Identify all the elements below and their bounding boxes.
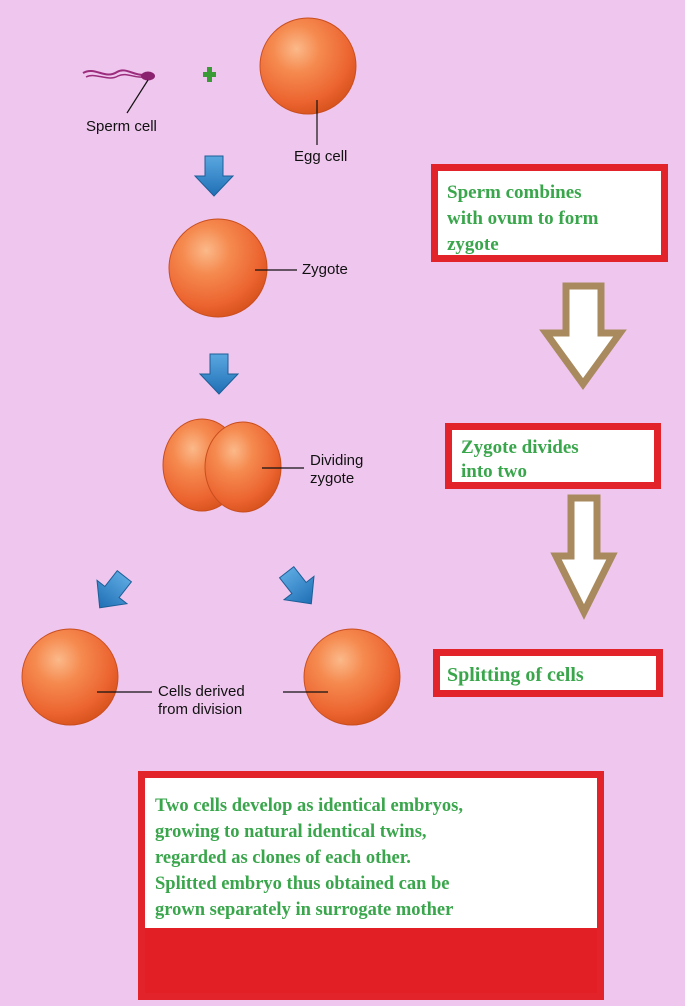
note-divide-text: Zygote divides into two (461, 437, 579, 482)
arrow-down-icon (199, 353, 239, 395)
egg-cell-label: Egg cell (294, 148, 348, 165)
sperm-leader-line (126, 79, 149, 114)
hollow-arrow-down-icon (539, 282, 627, 390)
note-box-combine: Sperm combines with ovum to form zygote (431, 164, 668, 262)
arrow-down-icon (84, 564, 140, 620)
note-conclusion-text: Two cells develop as identical embryos, … (155, 796, 463, 920)
note-box-conclusion: Two cells develop as identical embryos, … (138, 771, 604, 1000)
arrow-down-icon (271, 560, 327, 616)
cells-derived-label: Cells derived from division (158, 683, 245, 718)
zygote-circle (168, 218, 268, 318)
note-combine-text: Sperm combines with ovum to form zygote (447, 182, 599, 255)
zygote-label: Zygote (302, 261, 348, 278)
dividing-zygote-label: Dividing zygote (310, 452, 364, 487)
arrow-down-icon (194, 155, 234, 197)
derived-cell-right (303, 628, 401, 726)
sperm-cell-icon (82, 69, 155, 81)
note-box-divide: Zygote divides into two (445, 423, 661, 489)
hollow-arrow-down-icon (550, 494, 618, 620)
egg-cell-circle (259, 17, 357, 115)
dividing-zygote-circles (162, 418, 282, 513)
note-box-split: Splitting of cells (433, 649, 663, 697)
note-split-text: Splitting of cells (447, 664, 584, 686)
derived-cell-left (21, 628, 119, 726)
plus-icon (203, 67, 216, 82)
sperm-cell-label: Sperm cell (86, 118, 157, 135)
